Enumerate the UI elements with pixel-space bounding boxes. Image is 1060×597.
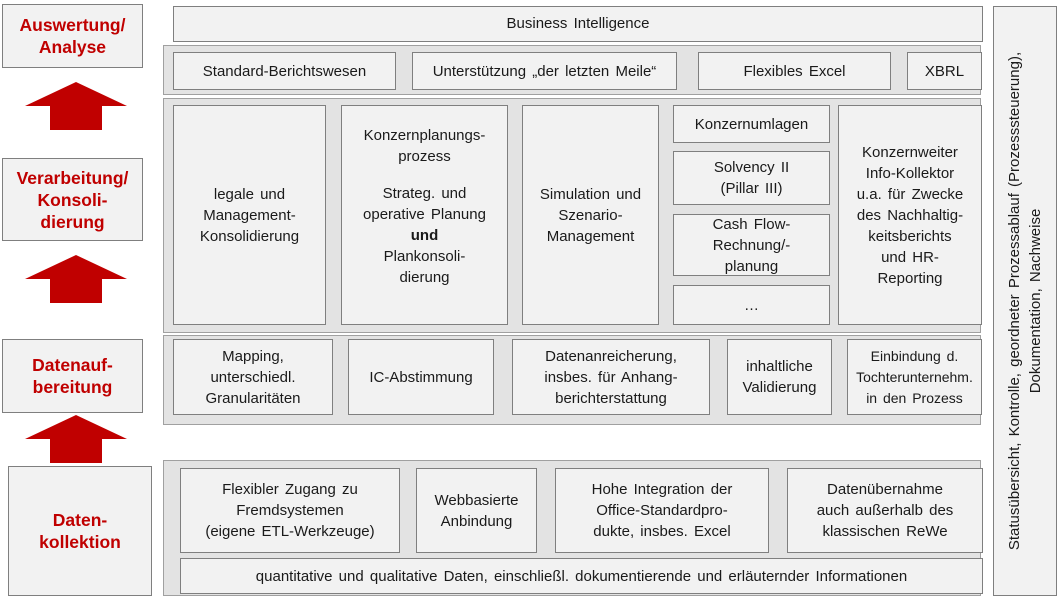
standard-berichtswesen-box: Standard-Berichtswesen xyxy=(173,52,396,90)
letzte-meile-box: Unterstützung „der letzten Meile“ xyxy=(412,52,677,90)
prozesssteuerung-side-box: Statusübersicht, Kontrolle, geordneter P… xyxy=(993,6,1057,596)
konzernumlagen-box: Konzernumlagen xyxy=(673,105,830,143)
konzernplanung-title: Konzernplanungs- prozess xyxy=(363,127,486,165)
office-integration-box: Hohe Integration der Office-Standardpro-… xyxy=(555,468,769,553)
flexibles-excel-box: Flexibles Excel xyxy=(698,52,891,90)
xbrl-box: XBRL xyxy=(907,52,982,90)
mapping-box: Mapping, unterschiedl. Granularitäten xyxy=(173,339,333,415)
flexibler-zugang-box: Flexibler Zugang zu Fremdsystemen (eigen… xyxy=(180,468,400,553)
validierung-box: inhaltliche Validierung xyxy=(727,339,832,415)
solvency-box: Solvency II (Pillar III) xyxy=(673,151,830,205)
konzernplanung-plankonsolidierung: Plankonsoli- dierung xyxy=(383,248,466,286)
stage-auswertung-analyse: Auswertung/ Analyse xyxy=(2,4,143,68)
ic-abstimmung-box: IC-Abstimmung xyxy=(348,339,494,415)
stage-datenaufbereitung: Datenauf- bereitung xyxy=(2,339,143,413)
arrow-up-icon xyxy=(25,415,127,463)
info-kollektor-box: Konzernweiter Info-Kollektor u.a. für Zw… xyxy=(838,105,982,325)
konzernplanung-strateg: Strateg. und operative Planung xyxy=(363,185,486,223)
simulation-box: Simulation und Szenario- Management xyxy=(522,105,659,325)
prozesssteuerung-side-text: Statusübersicht, Kontrolle, geordneter P… xyxy=(1006,51,1044,551)
webbasierte-anbindung-box: Webbasierte Anbindung xyxy=(416,468,537,553)
business-intelligence-box: Business Intelligence xyxy=(173,6,983,42)
konzernplanung-box: Konzernplanungs- prozess Strateg. und op… xyxy=(341,105,508,325)
stage-datenkollektion: Daten- kollektion xyxy=(8,466,152,596)
arrow-up-icon xyxy=(25,255,127,303)
datenanreicherung-box: Datenanreicherung, insbes. für Anhang- b… xyxy=(512,339,710,415)
daten-informationen-box: quantitative und qualitative Daten, eins… xyxy=(180,558,983,594)
legale-konsolidierung-box: legale und Management- Konsolidierung xyxy=(173,105,326,325)
einbindung-box: Einbindung d. Tochterunternehm. in den P… xyxy=(847,339,982,415)
ellipsis-box: … xyxy=(673,285,830,325)
stage-verarbeitung-konsolidierung: Verarbeitung/ Konsoli- dierung xyxy=(2,158,143,241)
arrow-up-icon xyxy=(25,82,127,130)
konzernplanung-und: und xyxy=(410,227,439,244)
datenuebernahme-box: Datenübernahme auch außerhalb des klassi… xyxy=(787,468,983,553)
cashflow-box: Cash Flow- Rechnung/- planung xyxy=(673,214,830,276)
